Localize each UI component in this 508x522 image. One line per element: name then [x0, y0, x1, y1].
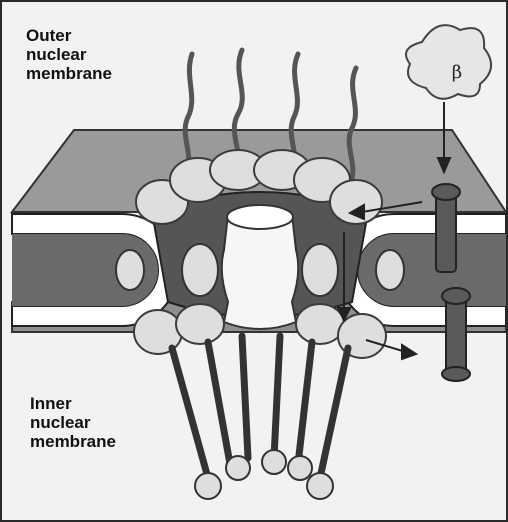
ring-subunit	[176, 304, 224, 344]
basket-fiber	[274, 336, 280, 458]
basket-knob	[226, 456, 250, 480]
inner-subunit-left	[182, 244, 218, 296]
basket-fiber	[172, 348, 208, 478]
spoke-right	[376, 250, 404, 290]
label-line: nuclear	[30, 413, 116, 432]
inner-subunit-right	[302, 244, 338, 296]
basket-fiber	[208, 342, 230, 464]
basket-knob	[307, 473, 333, 499]
label-line: Inner	[30, 394, 116, 413]
ring-subunit	[296, 304, 344, 344]
ring-subunit	[330, 180, 382, 224]
basket-fiber	[320, 348, 348, 478]
label-line: nuclear	[26, 45, 112, 64]
label-line: membrane	[30, 432, 116, 451]
basket-knob	[195, 473, 221, 499]
arrowhead-release	[402, 345, 416, 359]
nuclear-basket	[172, 336, 348, 478]
transporter-top	[227, 205, 293, 229]
basket-fiber	[242, 336, 248, 458]
inner-membrane-label: Inner nuclear membrane	[30, 394, 116, 451]
spoke-left	[116, 250, 144, 290]
basket-terminal-ring	[195, 450, 333, 499]
cargo-cap-bottom	[442, 288, 470, 304]
label-line: Outer	[26, 26, 112, 45]
basket-fiber	[298, 342, 312, 464]
cargo-rod-top	[436, 190, 456, 272]
importin-beta-symbol: β	[442, 62, 472, 83]
cargo-base-bottom	[442, 367, 470, 381]
cargo-cap-top	[432, 184, 460, 200]
label-line: membrane	[26, 64, 112, 83]
basket-knob	[288, 456, 312, 480]
outer-membrane-label: Outer nuclear membrane	[26, 26, 112, 83]
cargo-rod-bottom	[446, 294, 466, 376]
basket-knob	[262, 450, 286, 474]
